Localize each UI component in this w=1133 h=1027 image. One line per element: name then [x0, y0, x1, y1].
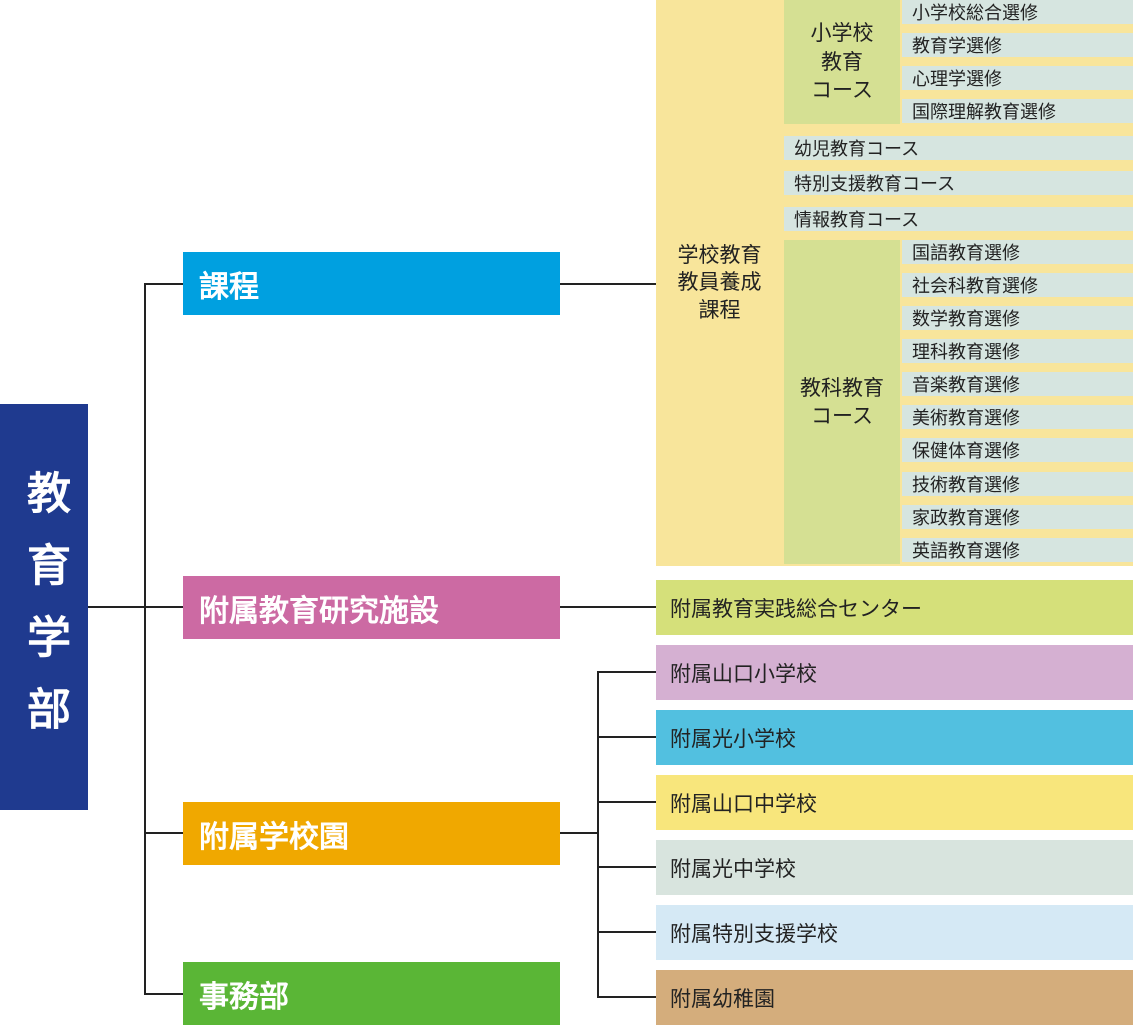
elementary-option-3: 国際理解教育選修	[902, 99, 1133, 123]
connector-school-4	[597, 931, 656, 933]
school-box-4: 附属特別支援学校	[656, 905, 1133, 960]
research-center: 附属教育実践総合センター	[656, 580, 1133, 635]
connector-office	[144, 993, 183, 995]
course-teacher-training: 学校教育 教員養成 課程	[656, 0, 783, 566]
subject-option-9: 英語教育選修	[902, 538, 1133, 562]
connector-main-vertical	[144, 283, 146, 995]
research-center-label: 附属教育実践総合センター	[670, 596, 922, 621]
subject-course-label: 教科教育 コース	[800, 375, 884, 428]
branch-schools-label: 附属学校園	[199, 819, 349, 855]
school-label-0: 附属山口小学校	[670, 661, 817, 686]
branch-schools: 附属学校園	[183, 802, 560, 865]
school-box-0: 附属山口小学校	[656, 645, 1133, 700]
school-label-1: 附属光小学校	[670, 726, 796, 751]
connector-schools-trunk	[560, 832, 598, 834]
school-label-3: 附属光中学校	[670, 856, 796, 881]
connector-school-2	[597, 801, 656, 803]
subject-option-4: 音楽教育選修	[902, 372, 1133, 396]
connector-school-5	[597, 996, 656, 998]
subject-option-1: 社会科教育選修	[902, 273, 1133, 297]
school-box-3: 附属光中学校	[656, 840, 1133, 895]
connector-research-center	[560, 606, 656, 608]
school-label-5: 附属幼稚園	[670, 986, 775, 1011]
elementary-option-0: 小学校総合選修	[902, 0, 1133, 24]
subject-option-0: 国語教育選修	[902, 240, 1133, 264]
course-teacher-training-label: 学校教育 教員養成 課程	[677, 243, 762, 322]
school-label-2: 附属山口中学校	[670, 791, 817, 816]
subject-option-2: 数学教育選修	[902, 306, 1133, 330]
course-row-1: 特別支援教育コース	[784, 171, 1133, 195]
school-box-5: 附属幼稚園	[656, 970, 1133, 1025]
school-box-1: 附属光小学校	[656, 710, 1133, 765]
branch-office-label: 事務部	[199, 979, 289, 1015]
connector-school-0	[597, 671, 656, 673]
branch-katei: 課程	[183, 252, 560, 315]
subject-option-3: 理科教育選修	[902, 339, 1133, 363]
branch-research: 附属教育研究施設	[183, 576, 560, 639]
branch-research-label: 附属教育研究施設	[199, 593, 439, 629]
elementary-course-label: 小学校 教育 コース	[810, 21, 874, 103]
course-row-2: 情報教育コース	[784, 207, 1133, 231]
branch-office: 事務部	[183, 962, 560, 1025]
subject-option-8: 家政教育選修	[902, 505, 1133, 529]
connector-katei-course	[560, 283, 656, 285]
elementary-option-1: 教育学選修	[902, 33, 1133, 57]
connector-research	[144, 606, 183, 608]
connector-school-1	[597, 736, 656, 738]
elementary-option-2: 心理学選修	[902, 66, 1133, 90]
connector-root-trunk	[88, 606, 145, 608]
branch-katei-label: 課程	[199, 269, 259, 305]
root-label: 教育学部	[19, 470, 70, 758]
subject-option-6: 保健体育選修	[902, 438, 1133, 462]
subject-option-5: 美術教育選修	[902, 405, 1133, 429]
subject-course: 教科教育 コース	[784, 240, 900, 564]
connector-schools-vertical	[597, 671, 599, 998]
school-box-2: 附属山口中学校	[656, 775, 1133, 830]
connector-school-3	[597, 866, 656, 868]
elementary-course: 小学校 教育 コース	[784, 0, 900, 124]
course-row-0: 幼児教育コース	[784, 136, 1133, 160]
school-label-4: 附属特別支援学校	[670, 921, 838, 946]
root-node: 教育学部	[0, 404, 88, 810]
connector-katei	[144, 283, 183, 285]
subject-option-7: 技術教育選修	[902, 472, 1133, 496]
connector-schools	[144, 832, 183, 834]
